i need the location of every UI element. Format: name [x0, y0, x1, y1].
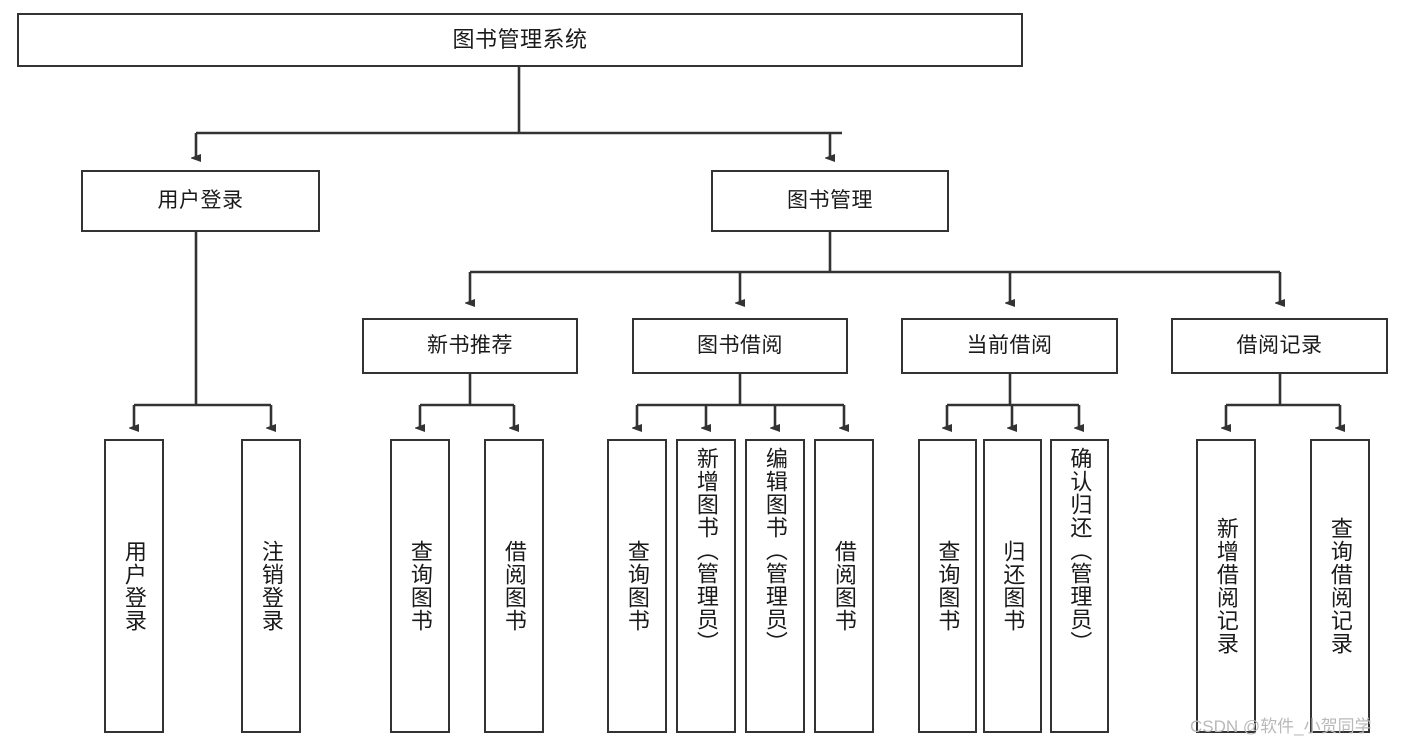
leaf-add-book-label: 新增图书（管理员）: [693, 447, 719, 654]
leaf-query-book-3-label: 查询图书: [935, 540, 961, 632]
node-book-borrow-label: 图书借阅: [697, 333, 783, 357]
node-current-borrow[interactable]: 当前借阅: [901, 318, 1118, 374]
leaf-borrow-book-2[interactable]: 借阅图书: [814, 439, 874, 733]
leaf-confirm-return[interactable]: 确认归还（管理员）: [1050, 439, 1109, 733]
leaf-edit-book[interactable]: 编辑图书（管理员）: [745, 439, 805, 733]
leaf-query-book-3[interactable]: 查询图书: [918, 439, 977, 733]
leaf-query-book-1-label: 查询图书: [407, 540, 433, 632]
leaf-return-book[interactable]: 归还图书: [983, 439, 1042, 733]
leaf-query-book-2-label: 查询图书: [624, 540, 650, 632]
leaf-user-login[interactable]: 用户登录: [104, 439, 164, 733]
node-book-management[interactable]: 图书管理: [711, 170, 949, 232]
leaf-confirm-return-label: 确认归还（管理员）: [1067, 447, 1093, 654]
csdn-watermark: CSDN @软件_小贺同学: [1190, 717, 1372, 736]
node-root[interactable]: 图书管理系统: [17, 13, 1023, 67]
leaf-edit-book-label: 编辑图书（管理员）: [762, 447, 788, 654]
node-user-login[interactable]: 用户登录: [81, 170, 320, 232]
node-borrow-record[interactable]: 借阅记录: [1171, 318, 1388, 374]
leaf-borrow-book-2-label: 借阅图书: [831, 540, 857, 632]
node-new-book-recommend-label: 新书推荐: [427, 333, 513, 357]
node-book-management-label: 图书管理: [787, 188, 873, 212]
leaf-add-record[interactable]: 新增借阅记录: [1196, 439, 1256, 733]
leaf-return-book-label: 归还图书: [1000, 540, 1026, 632]
leaf-logout-login-label: 注销登录: [258, 540, 284, 632]
leaf-user-login-label: 用户登录: [121, 540, 147, 632]
leaf-add-record-label: 新增借阅记录: [1213, 517, 1239, 655]
leaf-borrow-book-1[interactable]: 借阅图书: [484, 439, 544, 733]
node-current-borrow-label: 当前借阅: [966, 333, 1053, 357]
node-root-label: 图书管理系统: [452, 27, 588, 53]
leaf-logout-login[interactable]: 注销登录: [241, 439, 301, 733]
leaf-query-record-label: 查询借阅记录: [1327, 517, 1353, 655]
leaf-query-book-1[interactable]: 查询图书: [390, 439, 450, 733]
node-user-login-label: 用户登录: [157, 188, 244, 212]
leaf-add-book[interactable]: 新增图书（管理员）: [676, 439, 736, 733]
node-borrow-record-label: 借阅记录: [1236, 333, 1323, 357]
leaf-query-record[interactable]: 查询借阅记录: [1310, 439, 1370, 733]
node-new-book-recommend[interactable]: 新书推荐: [362, 318, 578, 374]
leaf-borrow-book-1-label: 借阅图书: [501, 540, 527, 632]
node-book-borrow[interactable]: 图书借阅: [632, 318, 848, 374]
leaf-query-book-2[interactable]: 查询图书: [607, 439, 667, 733]
